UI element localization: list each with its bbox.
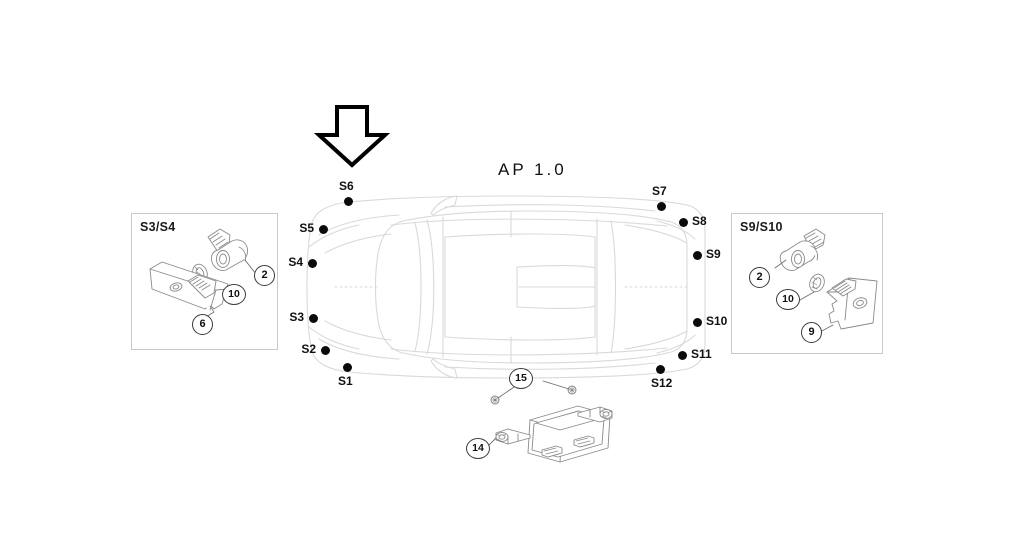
- sensor-dot: [343, 196, 353, 206]
- sensor-dot: [656, 201, 666, 211]
- sensor-label: S10: [706, 314, 728, 328]
- detail-left-parts-drawing: [149, 228, 257, 319]
- callout-balloon-10[interactable]: 10: [222, 284, 246, 305]
- park-assist-control-unit-group: 15 14: [462, 368, 622, 478]
- sensor-label: S12: [651, 376, 673, 390]
- sensor-label: S5: [299, 221, 314, 235]
- sensor-label: S2: [301, 342, 316, 356]
- sensor-label: S11: [691, 347, 712, 361]
- sensor-dot: [307, 258, 317, 268]
- sensor-dot: [678, 217, 688, 227]
- sensor-dot: [308, 313, 318, 323]
- down-arrow-icon: [313, 105, 391, 168]
- sensor-dot: [342, 362, 352, 372]
- sensor-label: S6: [339, 179, 354, 193]
- vehicle-outline-topview: [295, 195, 715, 380]
- sensor-label: S3: [289, 310, 304, 324]
- sensor-label: S7: [652, 184, 667, 198]
- callout-balloon-2[interactable]: 2: [254, 265, 275, 286]
- mounting-screw-icon: [490, 385, 577, 405]
- callout-balloon-14[interactable]: 14: [466, 438, 490, 459]
- detail-box-title: S9/S10: [740, 220, 783, 234]
- sensor-label: S1: [338, 374, 353, 388]
- callout-balloon-2[interactable]: 2: [749, 267, 770, 288]
- callout-balloon-10[interactable]: 10: [776, 289, 800, 310]
- sensor-label: S9: [706, 247, 721, 261]
- detail-box-s3-s4: S3/S4: [131, 213, 278, 350]
- page-title: AP 1.0: [498, 160, 567, 179]
- sensor-dot: [655, 364, 665, 374]
- sensor-dot: [320, 345, 330, 355]
- detail-right-parts-drawing: [774, 228, 878, 333]
- sensor-dot: [318, 224, 328, 234]
- callout-balloon-6[interactable]: 6: [192, 314, 213, 335]
- sensor-dot: [692, 317, 702, 327]
- callout-balloon-9[interactable]: 9: [801, 322, 822, 343]
- sensor-label: S4: [288, 255, 303, 269]
- detail-box-s9-s10: S9/S10: [731, 213, 883, 354]
- sensor-label: S8: [692, 214, 707, 228]
- sensor-dot: [692, 250, 702, 260]
- control-module-drawing: [485, 380, 613, 463]
- sensor-dot: [677, 350, 687, 360]
- callout-balloon-15[interactable]: 15: [509, 368, 533, 389]
- detail-box-title: S3/S4: [140, 220, 176, 234]
